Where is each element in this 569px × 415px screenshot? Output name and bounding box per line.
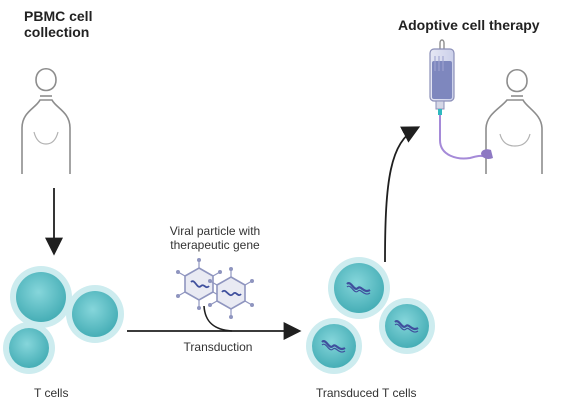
collection-title: PBMC cell collection bbox=[24, 8, 93, 41]
recipient-human-icon bbox=[481, 68, 543, 174]
transduced-t-cell-icon bbox=[328, 257, 390, 319]
viral-merge-line bbox=[203, 305, 233, 332]
iv-bag-icon bbox=[429, 39, 455, 115]
viral-particle-icon bbox=[208, 267, 254, 319]
donor-human-icon bbox=[21, 67, 71, 174]
t-cells-label: T cells bbox=[34, 386, 69, 400]
t-cell-group bbox=[3, 266, 124, 374]
transduced-t-cell-icon bbox=[379, 298, 435, 354]
viral-particle-label: Viral particle with therapeutic gene bbox=[169, 224, 261, 252]
iv-line bbox=[439, 115, 487, 160]
therapy-arrow bbox=[384, 126, 421, 263]
transduced-t-cell-group bbox=[306, 257, 435, 374]
t-cell-icon bbox=[3, 322, 55, 374]
t-cell-icon bbox=[66, 285, 124, 343]
transduced-t-cell-icon bbox=[306, 318, 362, 374]
viral-particle-group bbox=[176, 258, 254, 319]
t-cell-icon bbox=[10, 266, 72, 328]
transduced-t-cells-label: Transduced T cells bbox=[316, 386, 417, 400]
transduction-label: Transduction bbox=[183, 340, 253, 354]
therapy-title: Adoptive cell therapy bbox=[398, 17, 540, 33]
